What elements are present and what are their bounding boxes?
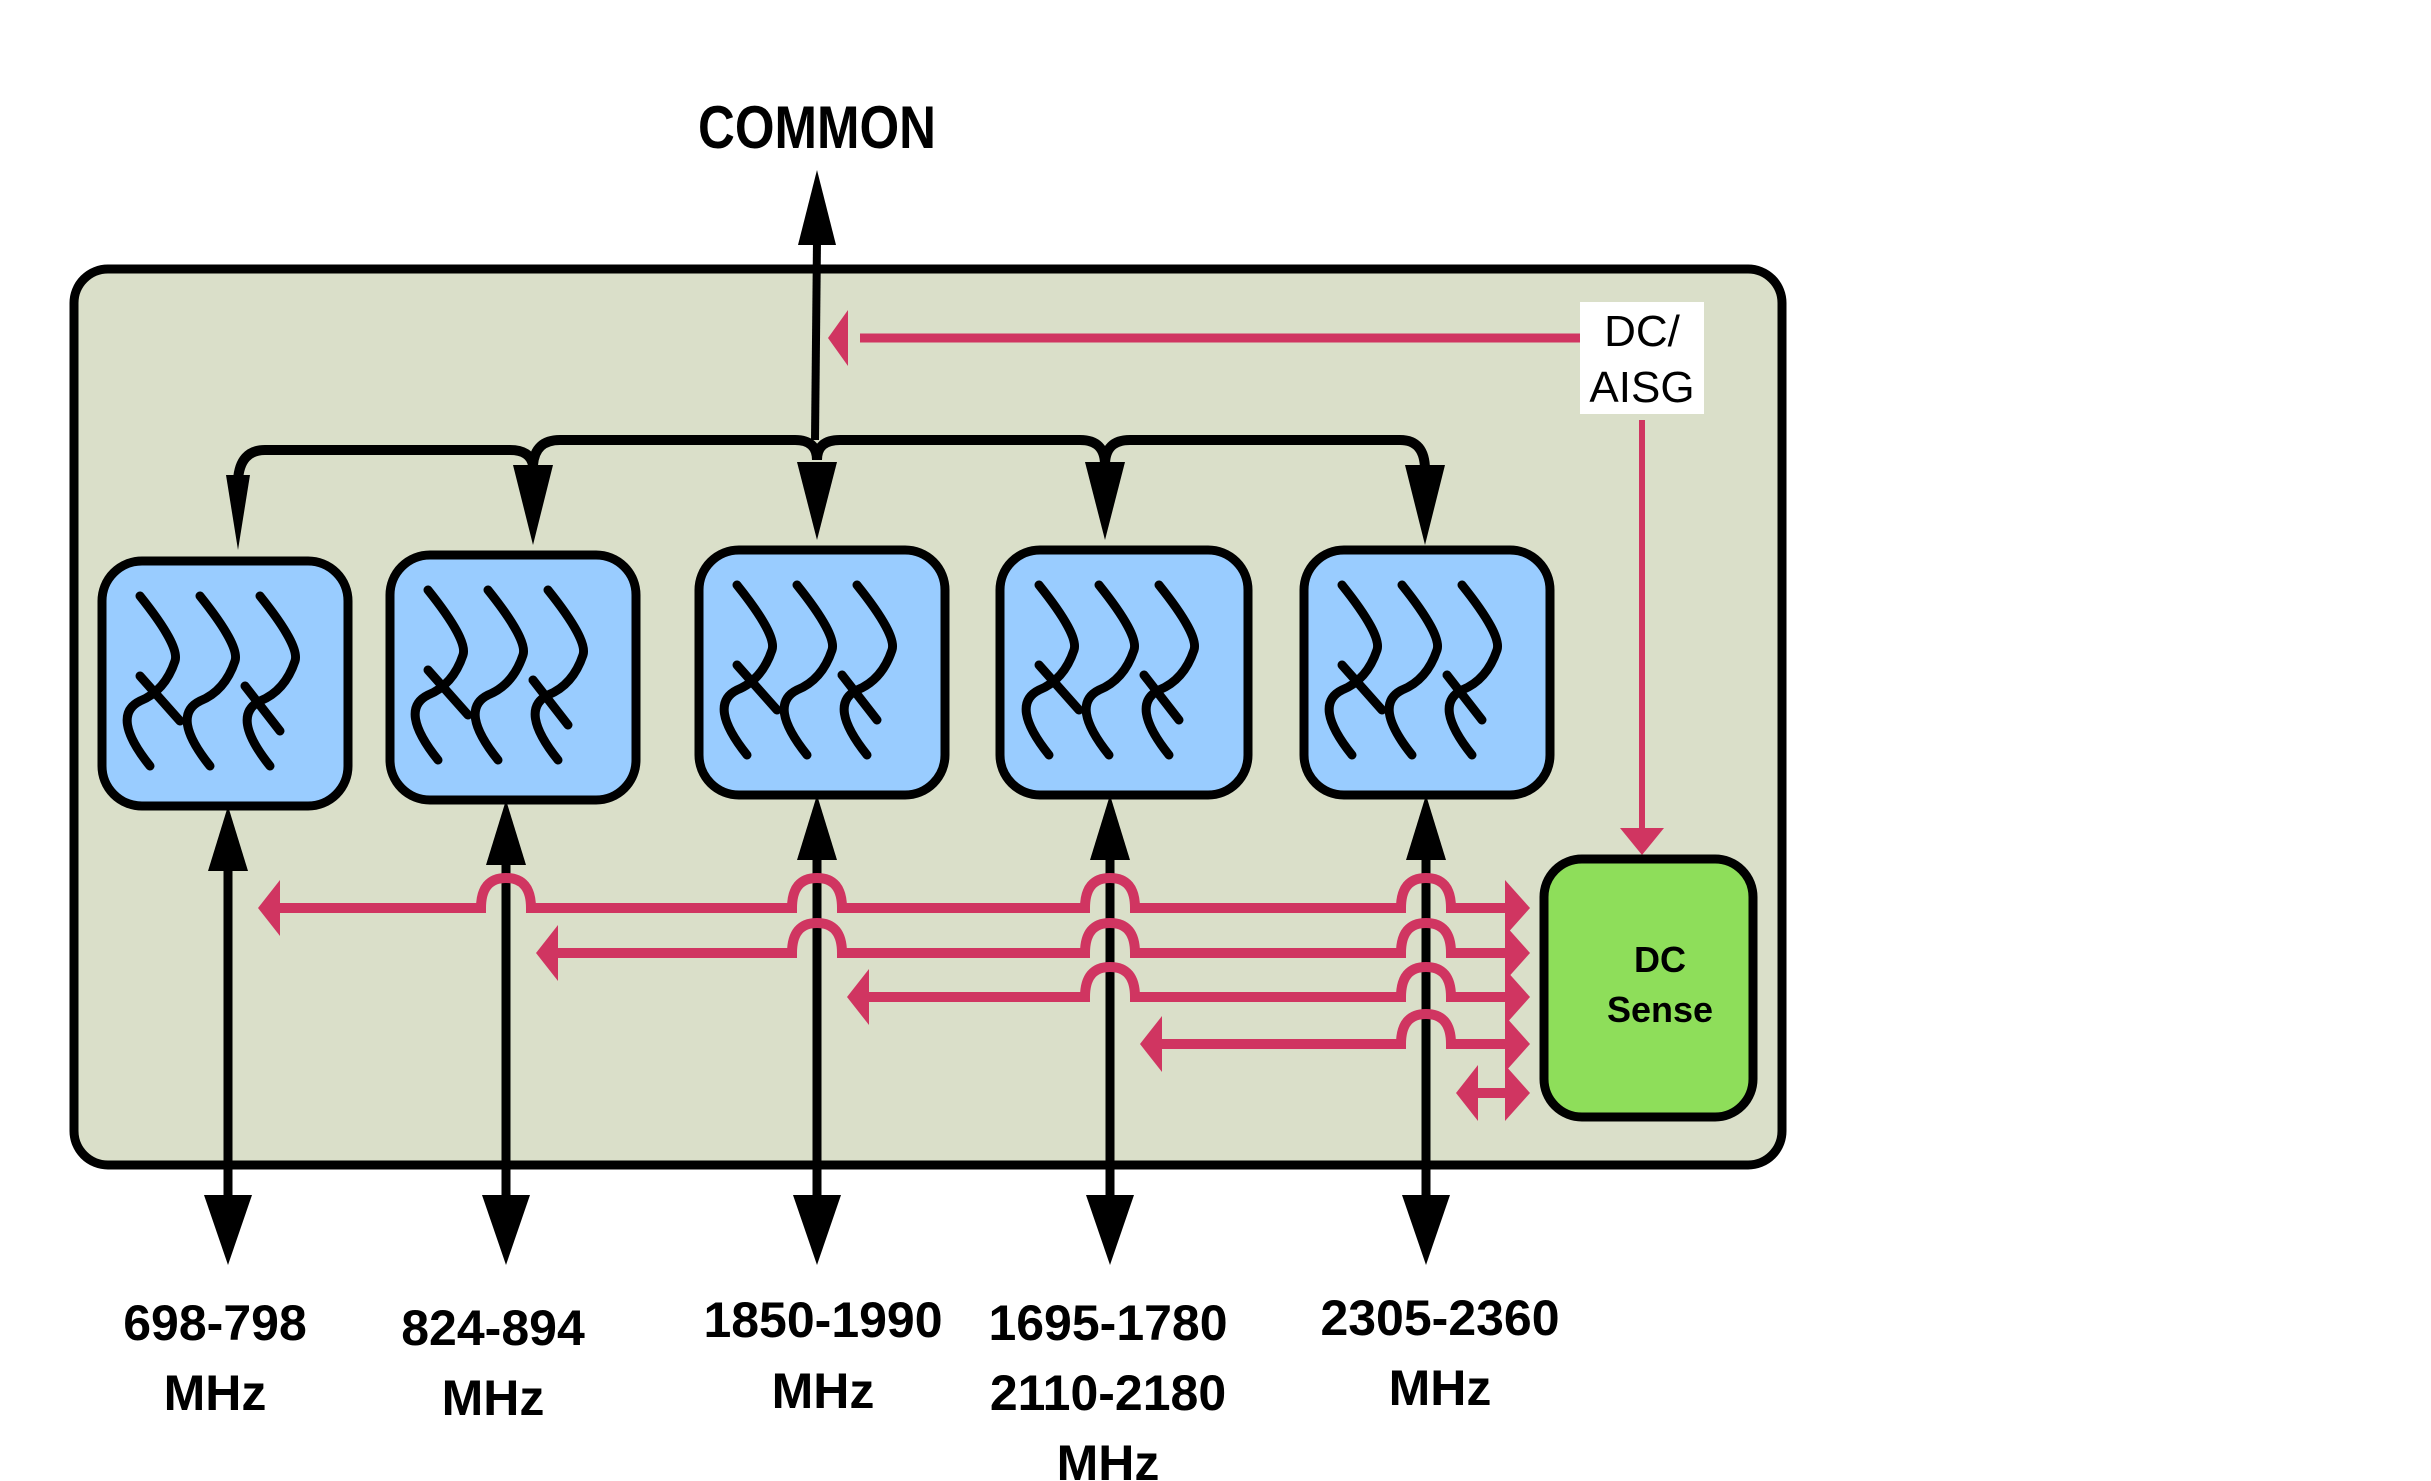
port-3-band-line2: MHz	[772, 1363, 875, 1419]
arrow-right-icon	[1505, 1016, 1530, 1072]
dc-aisg-control: DC/ AISG	[828, 302, 1704, 855]
arrow-left-icon	[536, 925, 558, 981]
port-line	[793, 795, 841, 1265]
arrow-down-icon	[482, 1195, 530, 1265]
arrow-down-icon	[204, 1195, 252, 1265]
port-1-band-line2: MHz	[164, 1365, 267, 1421]
port-line	[1086, 795, 1134, 1265]
arrow-up-icon	[486, 800, 526, 865]
dc-aisg-label-line1: DC/	[1604, 307, 1681, 356]
dc-sense-line	[1456, 1065, 1530, 1121]
arrow-right-icon	[1505, 1065, 1530, 1121]
arrow-up-icon	[797, 795, 837, 860]
port-line	[1402, 795, 1450, 1265]
arrow-down-icon	[1405, 465, 1445, 545]
bandpass-filter	[385, 550, 641, 805]
common-label: COMMON	[698, 94, 936, 161]
arrow-down-icon	[1085, 462, 1125, 540]
filter-icon	[410, 585, 589, 765]
dc-sense-block: DC Sense	[1539, 854, 1758, 1122]
common-port-arrow	[798, 170, 836, 441]
port-line	[204, 806, 252, 1265]
port-3-band-line1: 1850-1990	[703, 1292, 942, 1348]
filter-icon	[719, 580, 898, 760]
port-2-band-line2: MHz	[442, 1370, 545, 1426]
arrow-down-icon	[1402, 1195, 1450, 1265]
arrow-up-icon	[1406, 795, 1446, 860]
dc-sense-line	[847, 961, 1530, 1025]
arrow-left-icon	[828, 310, 848, 366]
arrow-up-icon	[208, 806, 248, 871]
arrow-down-icon	[793, 1195, 841, 1265]
bandpass-filter	[694, 545, 950, 800]
arrow-left-icon	[258, 880, 280, 936]
arrow-down-icon	[797, 462, 837, 540]
dc-sense-line	[1140, 1008, 1530, 1072]
arrow-down-icon	[1620, 828, 1664, 855]
port-1-band-line1: 698-798	[123, 1295, 307, 1351]
port-4-band-line3: MHz	[1057, 1435, 1160, 1481]
arrow-right-icon	[1505, 880, 1530, 936]
arrow-down-icon	[513, 465, 553, 545]
filter-icon	[1324, 580, 1503, 760]
dc-sense-line	[536, 917, 1530, 981]
arrow-left-icon	[1140, 1016, 1162, 1072]
arrow-right-icon	[1505, 925, 1530, 981]
arrow-up-icon	[1090, 795, 1130, 860]
arrow-down-icon	[1086, 1195, 1134, 1265]
dc-sense-label-line1: DC	[1634, 939, 1686, 980]
arrow-left-icon	[847, 969, 869, 1025]
port-2-band-line1: 824-894	[401, 1300, 585, 1356]
port-5-band-line1: 2305-2360	[1320, 1290, 1559, 1346]
filter-input-arrows	[226, 462, 1445, 550]
dc-sense-label-line2: Sense	[1607, 989, 1713, 1030]
filter-icon	[1021, 580, 1200, 760]
arrow-down-icon	[226, 475, 250, 550]
arrow-right-icon	[1505, 969, 1530, 1025]
filter-icon	[122, 591, 301, 771]
port-4-band-line1: 1695-1780	[988, 1295, 1227, 1351]
port-5-band-line2: MHz	[1389, 1360, 1492, 1416]
bandpass-filter	[97, 556, 353, 811]
arrow-left-icon	[1456, 1065, 1478, 1121]
port-line	[482, 800, 530, 1265]
bandpass-filter	[1299, 545, 1555, 800]
port-4-band-line2: 2110-2180	[990, 1365, 1226, 1421]
bandpass-filter	[995, 545, 1253, 800]
dc-aisg-label-box	[1580, 302, 1704, 414]
dc-aisg-label-line2: AISG	[1589, 363, 1694, 412]
dc-sense-line	[258, 872, 1530, 936]
branch-bus	[233, 435, 1430, 481]
